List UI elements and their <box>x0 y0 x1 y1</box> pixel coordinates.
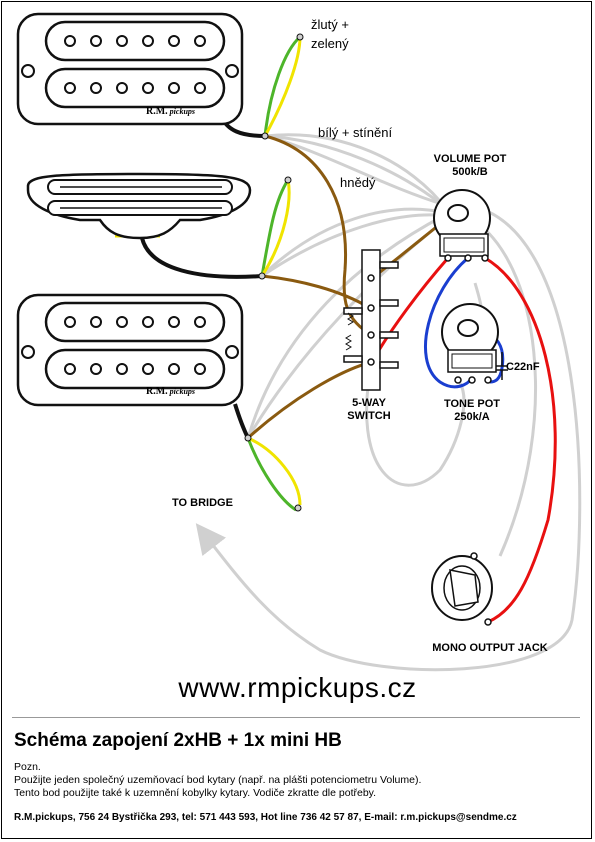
pickup-brand-neck: R.M.pickups <box>146 106 195 117</box>
label-to-bridge: TO BRIDGE <box>172 497 233 509</box>
label-volume-pot: VOLUME POT 500k/B <box>433 153 507 178</box>
wiring-diagram: R.M.pickups R.M.pickups <box>16 12 582 672</box>
label-yellow-green-2: zelený <box>311 36 349 51</box>
divider <box>12 717 580 718</box>
volume-pot <box>433 189 491 262</box>
notes: Pozn. Použijte jeden společný uzemňovací… <box>14 761 421 800</box>
label-switch: 5-WAY SWITCH <box>347 397 391 422</box>
capacitor <box>496 352 508 380</box>
solder-points <box>244 33 304 512</box>
mini-humbucker <box>26 172 252 240</box>
website-url[interactable]: www.rmpickups.cz <box>178 672 417 703</box>
notes-line: Pozn. <box>14 761 41 773</box>
label-white-shield: bílý + stínění <box>318 125 393 140</box>
notes-line: Použijte jeden společný uzemňovací bod k… <box>14 774 422 786</box>
label-yellow-green-1: žlutý + <box>311 17 349 32</box>
label-capacitor: C22nF <box>506 361 540 373</box>
label-output-jack: MONO OUTPUT JACK <box>432 642 548 654</box>
footer-contact: R.M.pickups, 756 24 Bystřička 293, tel: … <box>14 812 517 823</box>
five-way-switch <box>343 249 399 391</box>
label-brown: hnědý <box>340 175 376 190</box>
notes-line: Tento bod použijte také k uzemnění kobyl… <box>14 787 377 799</box>
pickup-brand-bridge: R.M.pickups <box>146 386 195 397</box>
page-title: Schéma zapojení 2xHB + 1x mini HB <box>14 730 342 751</box>
bridge-humbucker: R.M.pickups <box>16 293 244 407</box>
label-tone-pot: TONE POT 250k/A <box>443 398 501 423</box>
neck-humbucker: R.M.pickups <box>16 12 244 126</box>
tone-pot <box>441 303 499 384</box>
output-jack <box>431 552 493 626</box>
